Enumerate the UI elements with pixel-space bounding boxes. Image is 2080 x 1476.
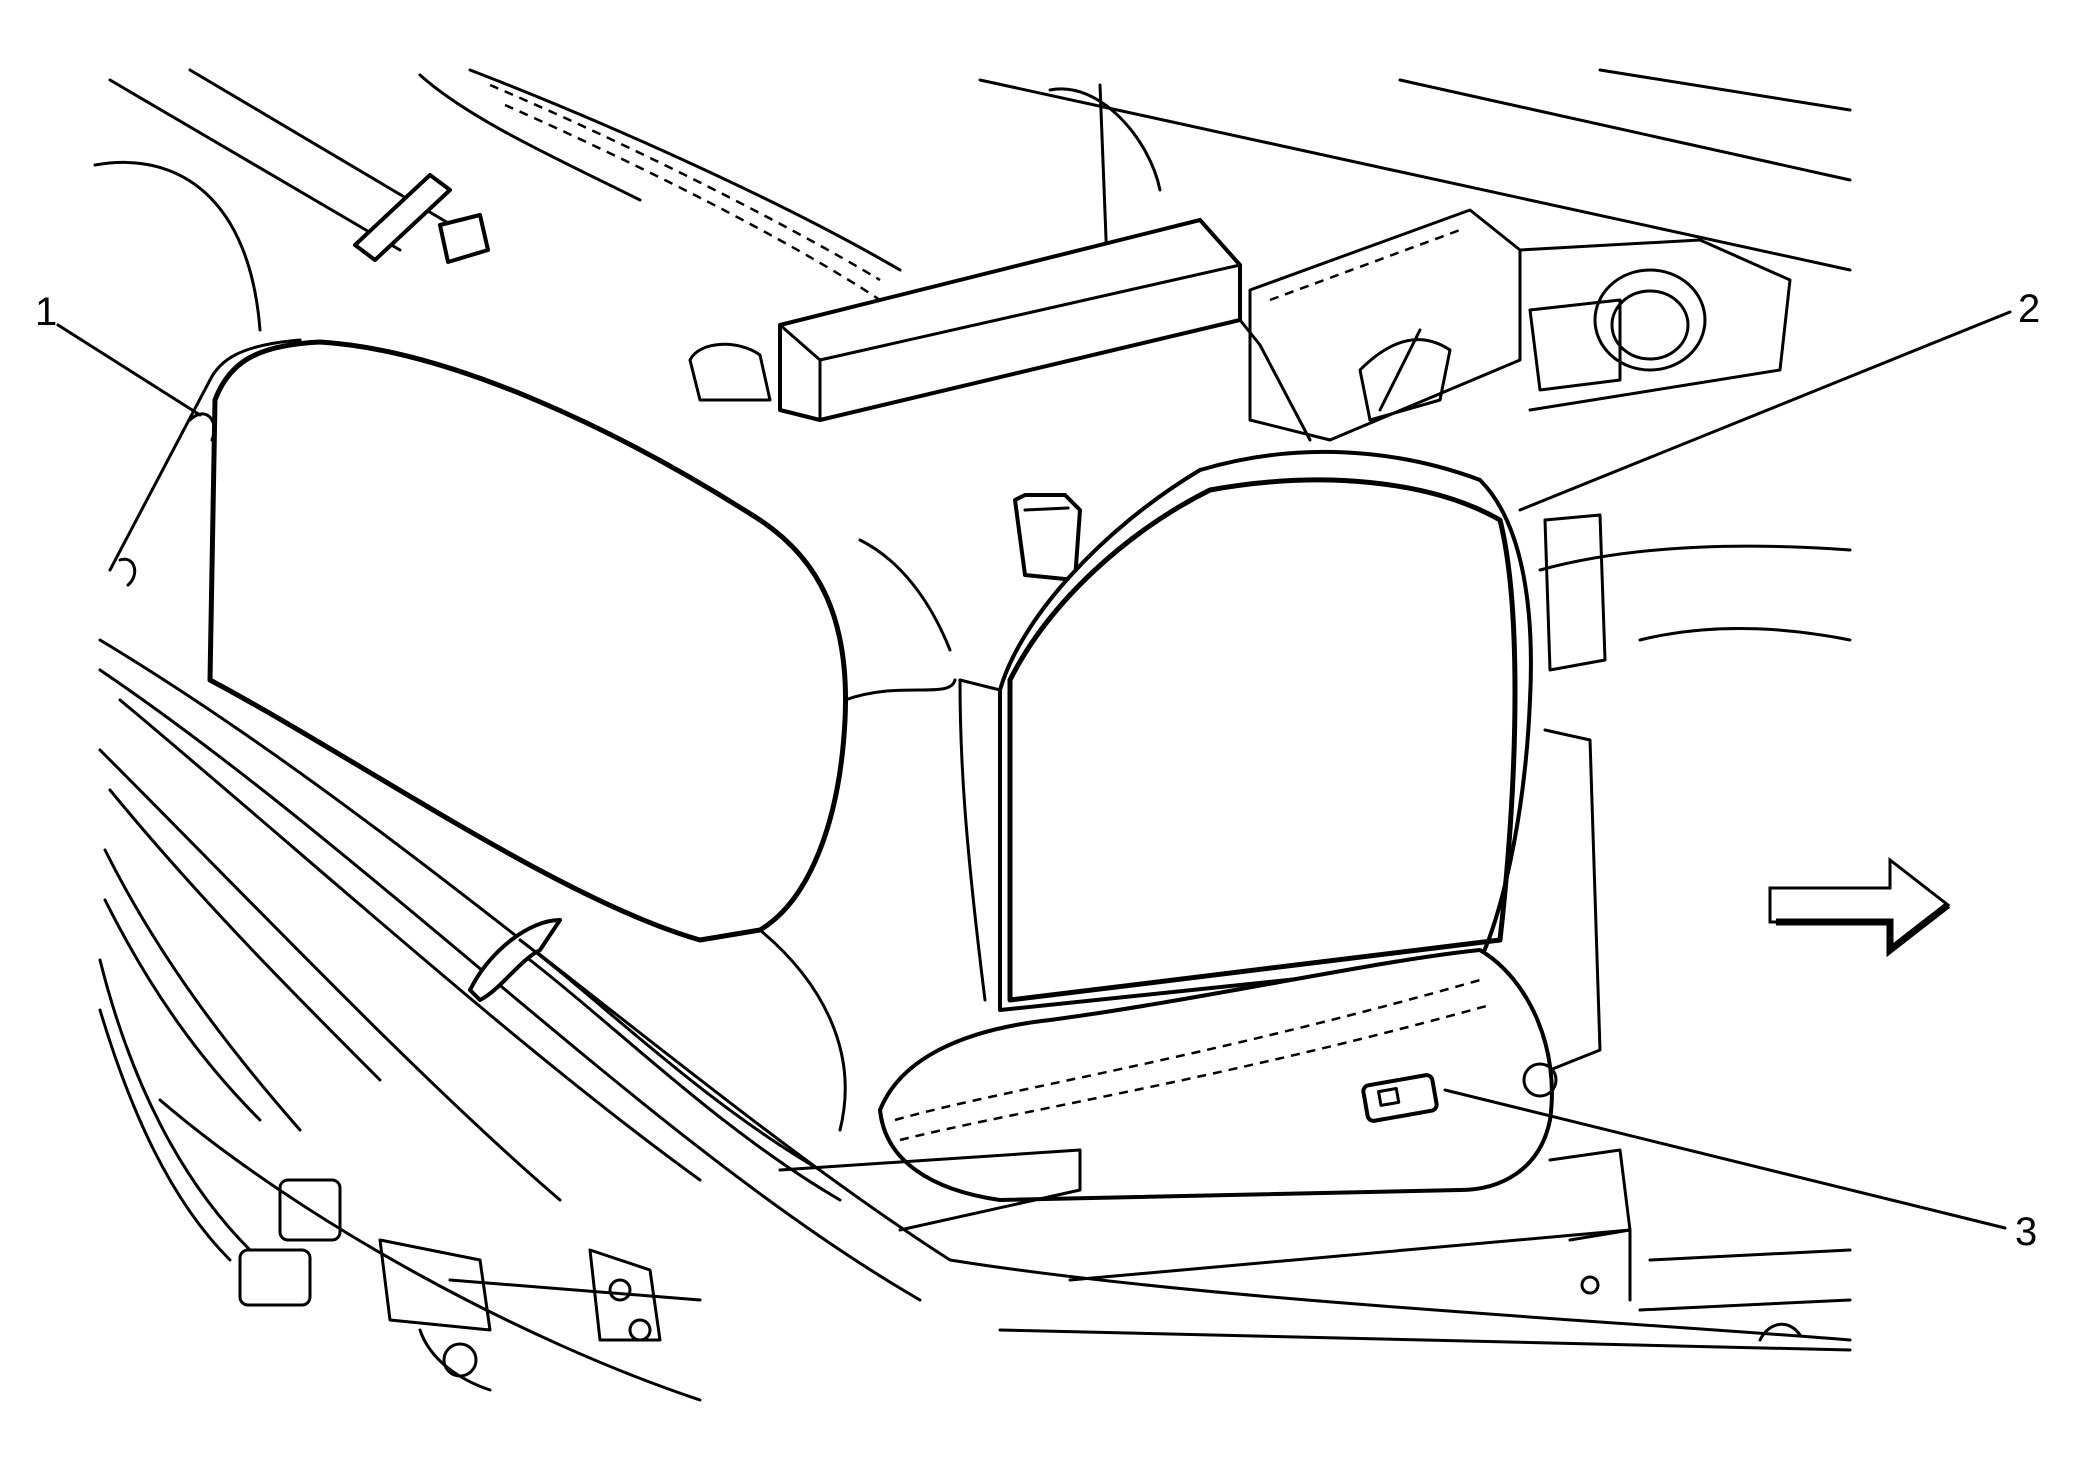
seat-tracks-and-floor [98, 638, 1852, 1402]
vehicle-interior-background [93, 68, 1852, 1072]
callout-2-leader [1518, 310, 2012, 512]
left-seat [108, 338, 957, 1132]
right-seat-back [958, 449, 1533, 1012]
right-seat-cushion [878, 948, 1558, 1202]
seat-belt-buckle-rear [353, 173, 490, 264]
callout-3-leader [1443, 1088, 2007, 1230]
power-seat-switch [1361, 1073, 1439, 1123]
center-armrest [688, 218, 1312, 442]
callout-2-label: 2 [2018, 287, 2040, 331]
callout-1-leader [56, 323, 202, 417]
callout-3-label: 3 [2015, 1210, 2037, 1254]
callout-leaders [56, 310, 2012, 1230]
arrow-right-icon [1768, 856, 1951, 958]
seat-belt-buckle-center [1013, 493, 1082, 582]
callout-1-label: 1 [35, 290, 57, 334]
